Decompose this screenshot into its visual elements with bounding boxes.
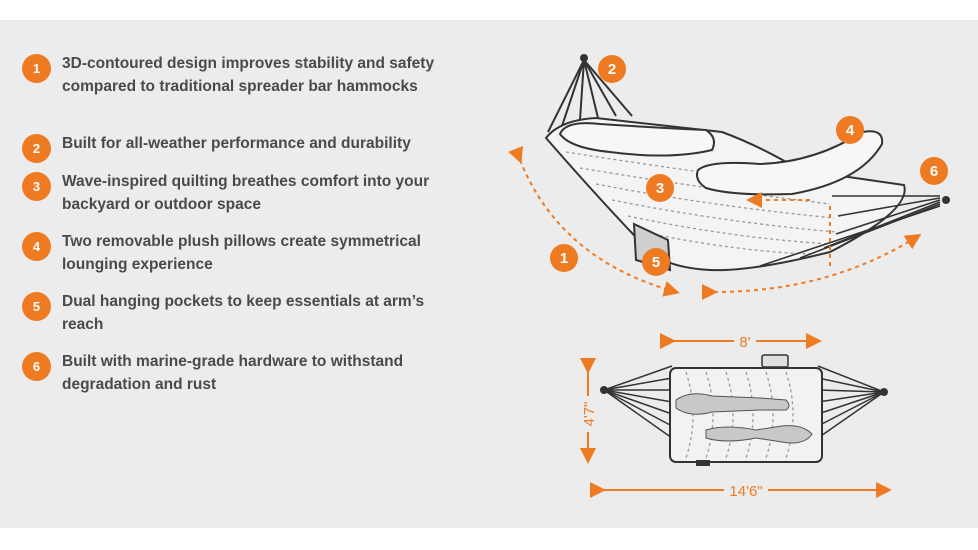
hanging-ring-icon: [580, 54, 588, 62]
feature-item-6: 6 Built with marine-grade hardware to wi…: [22, 350, 462, 396]
curve-arrow-right: [701, 233, 922, 301]
person-silhouette: [705, 425, 813, 444]
callout-2: 2: [598, 55, 626, 83]
callout-number: 6: [930, 163, 938, 180]
callout-number: 2: [608, 61, 616, 78]
feature-text: Built for all-weather performance and du…: [62, 135, 411, 152]
curve-arrow-left: [508, 145, 680, 297]
feature-item-5: 5 Dual hanging pockets to keep essential…: [22, 290, 462, 336]
feature-item-2: 2 Built for all-weather performance and …: [22, 132, 462, 163]
feature-item-3: 3 Wave-inspired quilting breathes comfor…: [22, 170, 462, 216]
person-silhouette: [675, 393, 790, 415]
callout-number: 5: [652, 254, 660, 271]
feature-text: 3D-contoured design improves stability a…: [62, 55, 435, 95]
callout-4: 4: [836, 116, 864, 144]
pillow-right: [696, 130, 884, 196]
width-dimension-label: 8': [739, 334, 750, 351]
callout-number: 3: [656, 180, 664, 197]
callout-1: 1: [550, 244, 578, 272]
feature-number-badge: 2: [22, 134, 51, 163]
callout-3: 3: [646, 174, 674, 202]
feature-number-badge: 3: [22, 172, 51, 201]
feature-number-badge: 1: [22, 54, 51, 83]
feature-number-badge: 5: [22, 292, 51, 321]
hanging-ring-icon: [942, 196, 950, 204]
feature-text: Dual hanging pockets to keep essentials …: [62, 293, 425, 333]
feature-number-badge: 6: [22, 352, 51, 381]
callout-number: 4: [846, 122, 855, 139]
feature-number-badge: 4: [22, 232, 51, 261]
feature-text: Wave-inspired quilting breathes comfort …: [62, 173, 430, 213]
callout-number: 1: [560, 250, 568, 267]
hanging-ring-icon: [600, 386, 608, 394]
height-dimension-label: 4'7": [581, 402, 598, 427]
feature-item-4: 4 Two removable plush pillows create sym…: [22, 230, 462, 276]
callout-5: 5: [642, 248, 670, 276]
callout-6: 6: [920, 157, 948, 185]
hammock-perspective-illustration: [544, 54, 950, 272]
hammock-top-view: [600, 354, 888, 466]
hammock-diagram: 1 2 3 4 5 6: [508, 54, 950, 500]
feature-text: Two removable plush pillows create symme…: [62, 233, 421, 273]
feature-text: Built with marine-grade hardware to with…: [62, 353, 404, 393]
feature-item-1: 1 3D-contoured design improves stability…: [22, 52, 462, 98]
hanging-ring-icon: [880, 388, 888, 396]
length-dimension-label: 14'6": [729, 483, 762, 500]
